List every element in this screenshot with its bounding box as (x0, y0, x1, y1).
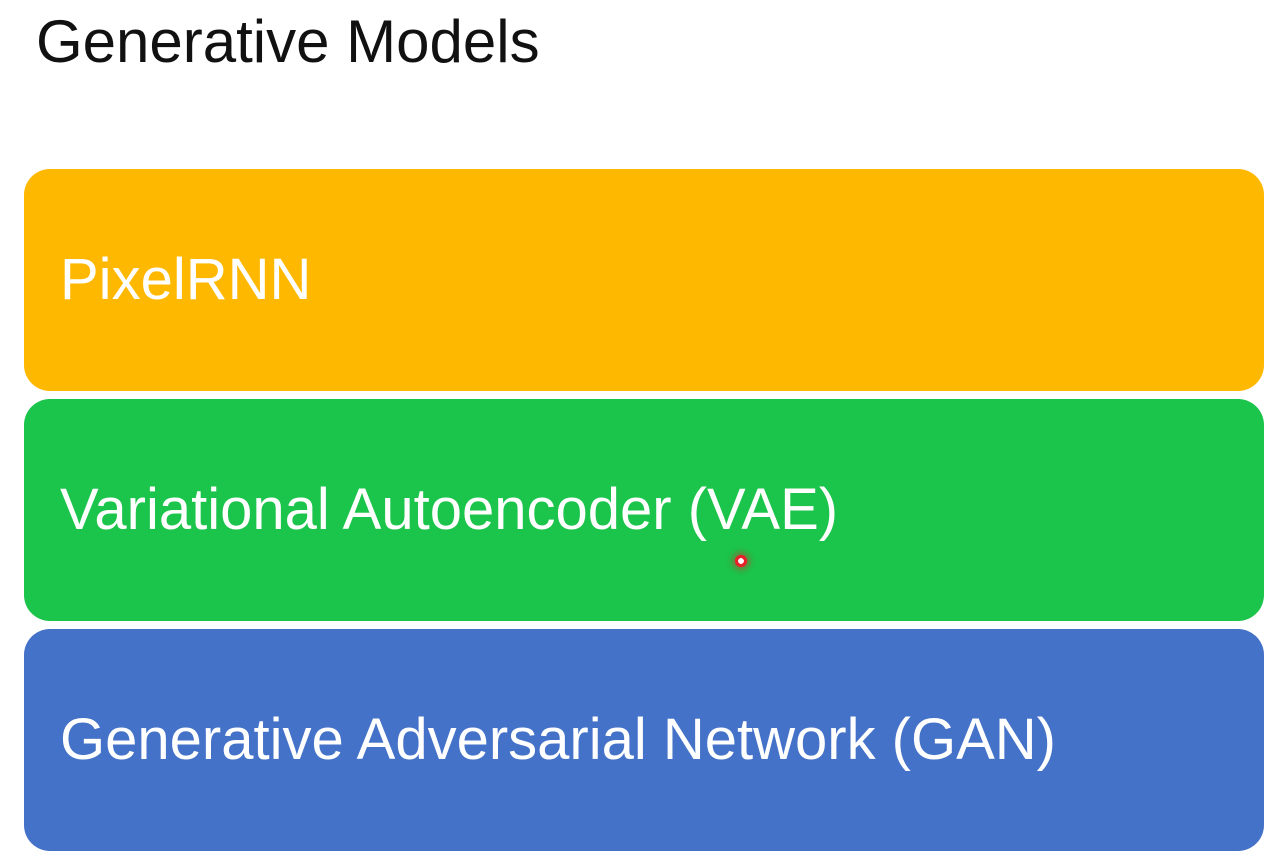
item-pixelrnn-label: PixelRNN (60, 247, 312, 313)
slide-title: Generative Models (36, 8, 540, 75)
item-vae-label: Variational Autoencoder (VAE) (60, 477, 839, 543)
item-vae: Variational Autoencoder (VAE) (24, 399, 1264, 621)
item-gan: Generative Adversarial Network (GAN) (24, 629, 1264, 851)
item-pixelrnn: PixelRNN (24, 169, 1264, 391)
item-gan-label: Generative Adversarial Network (GAN) (60, 707, 1056, 773)
laser-pointer-icon (734, 554, 748, 568)
